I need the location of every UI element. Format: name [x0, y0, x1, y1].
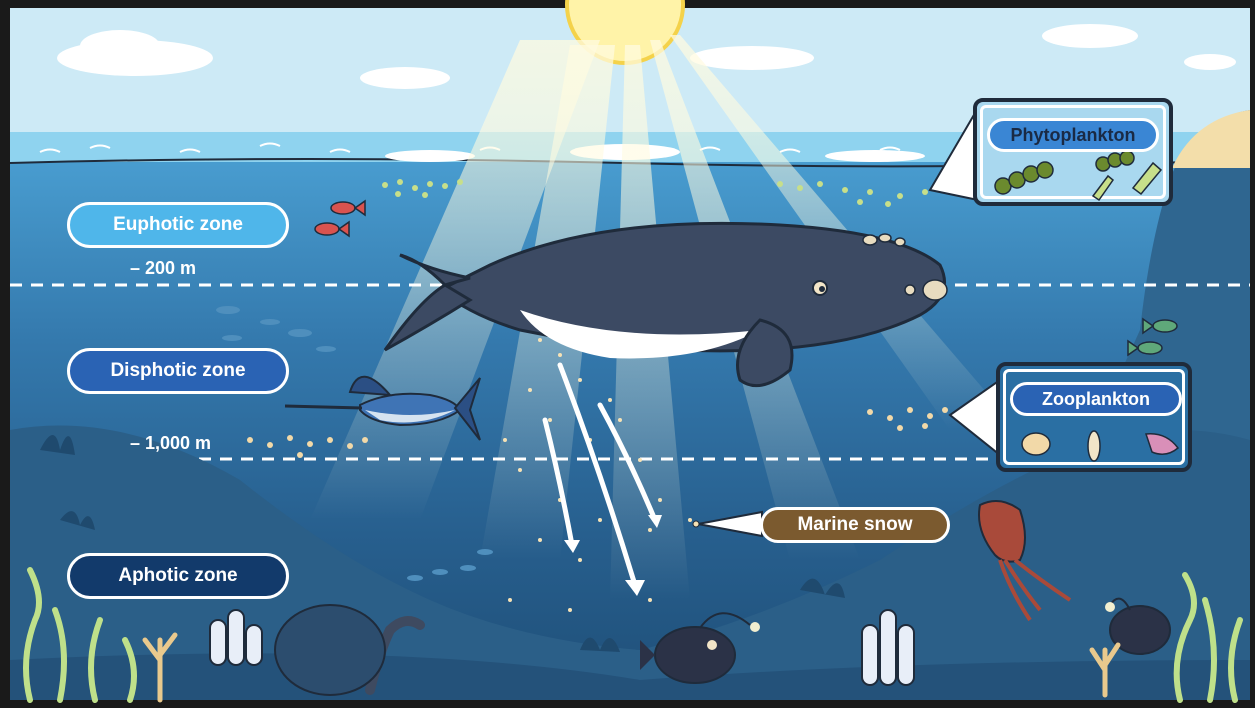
- marine-snow-label: Marine snow: [760, 507, 950, 543]
- snow-particle-pointed: [693, 521, 699, 527]
- phytoplankton-callout: Phytoplankton: [973, 98, 1173, 206]
- aphotic-zone-text: Aphotic zone: [118, 565, 237, 587]
- phytoplankton-label: Phytoplankton: [987, 118, 1159, 152]
- zooplankton-label: Zooplankton: [1010, 382, 1182, 416]
- disphotic-zone-text: Disphotic zone: [110, 360, 245, 382]
- zooplankton-callout: Zooplankton: [996, 362, 1192, 472]
- depth-1000-label: – 1,000 m: [130, 433, 211, 454]
- euphotic-zone-text: Euphotic zone: [113, 214, 243, 236]
- marine-snow-text: Marine snow: [797, 514, 912, 536]
- aphotic-zone-label: Aphotic zone: [67, 553, 289, 599]
- disphotic-zone-label: Disphotic zone: [67, 348, 289, 394]
- euphotic-zone-label: Euphotic zone: [67, 202, 289, 248]
- rock: [275, 605, 385, 695]
- depth-200-label: – 200 m: [130, 258, 196, 279]
